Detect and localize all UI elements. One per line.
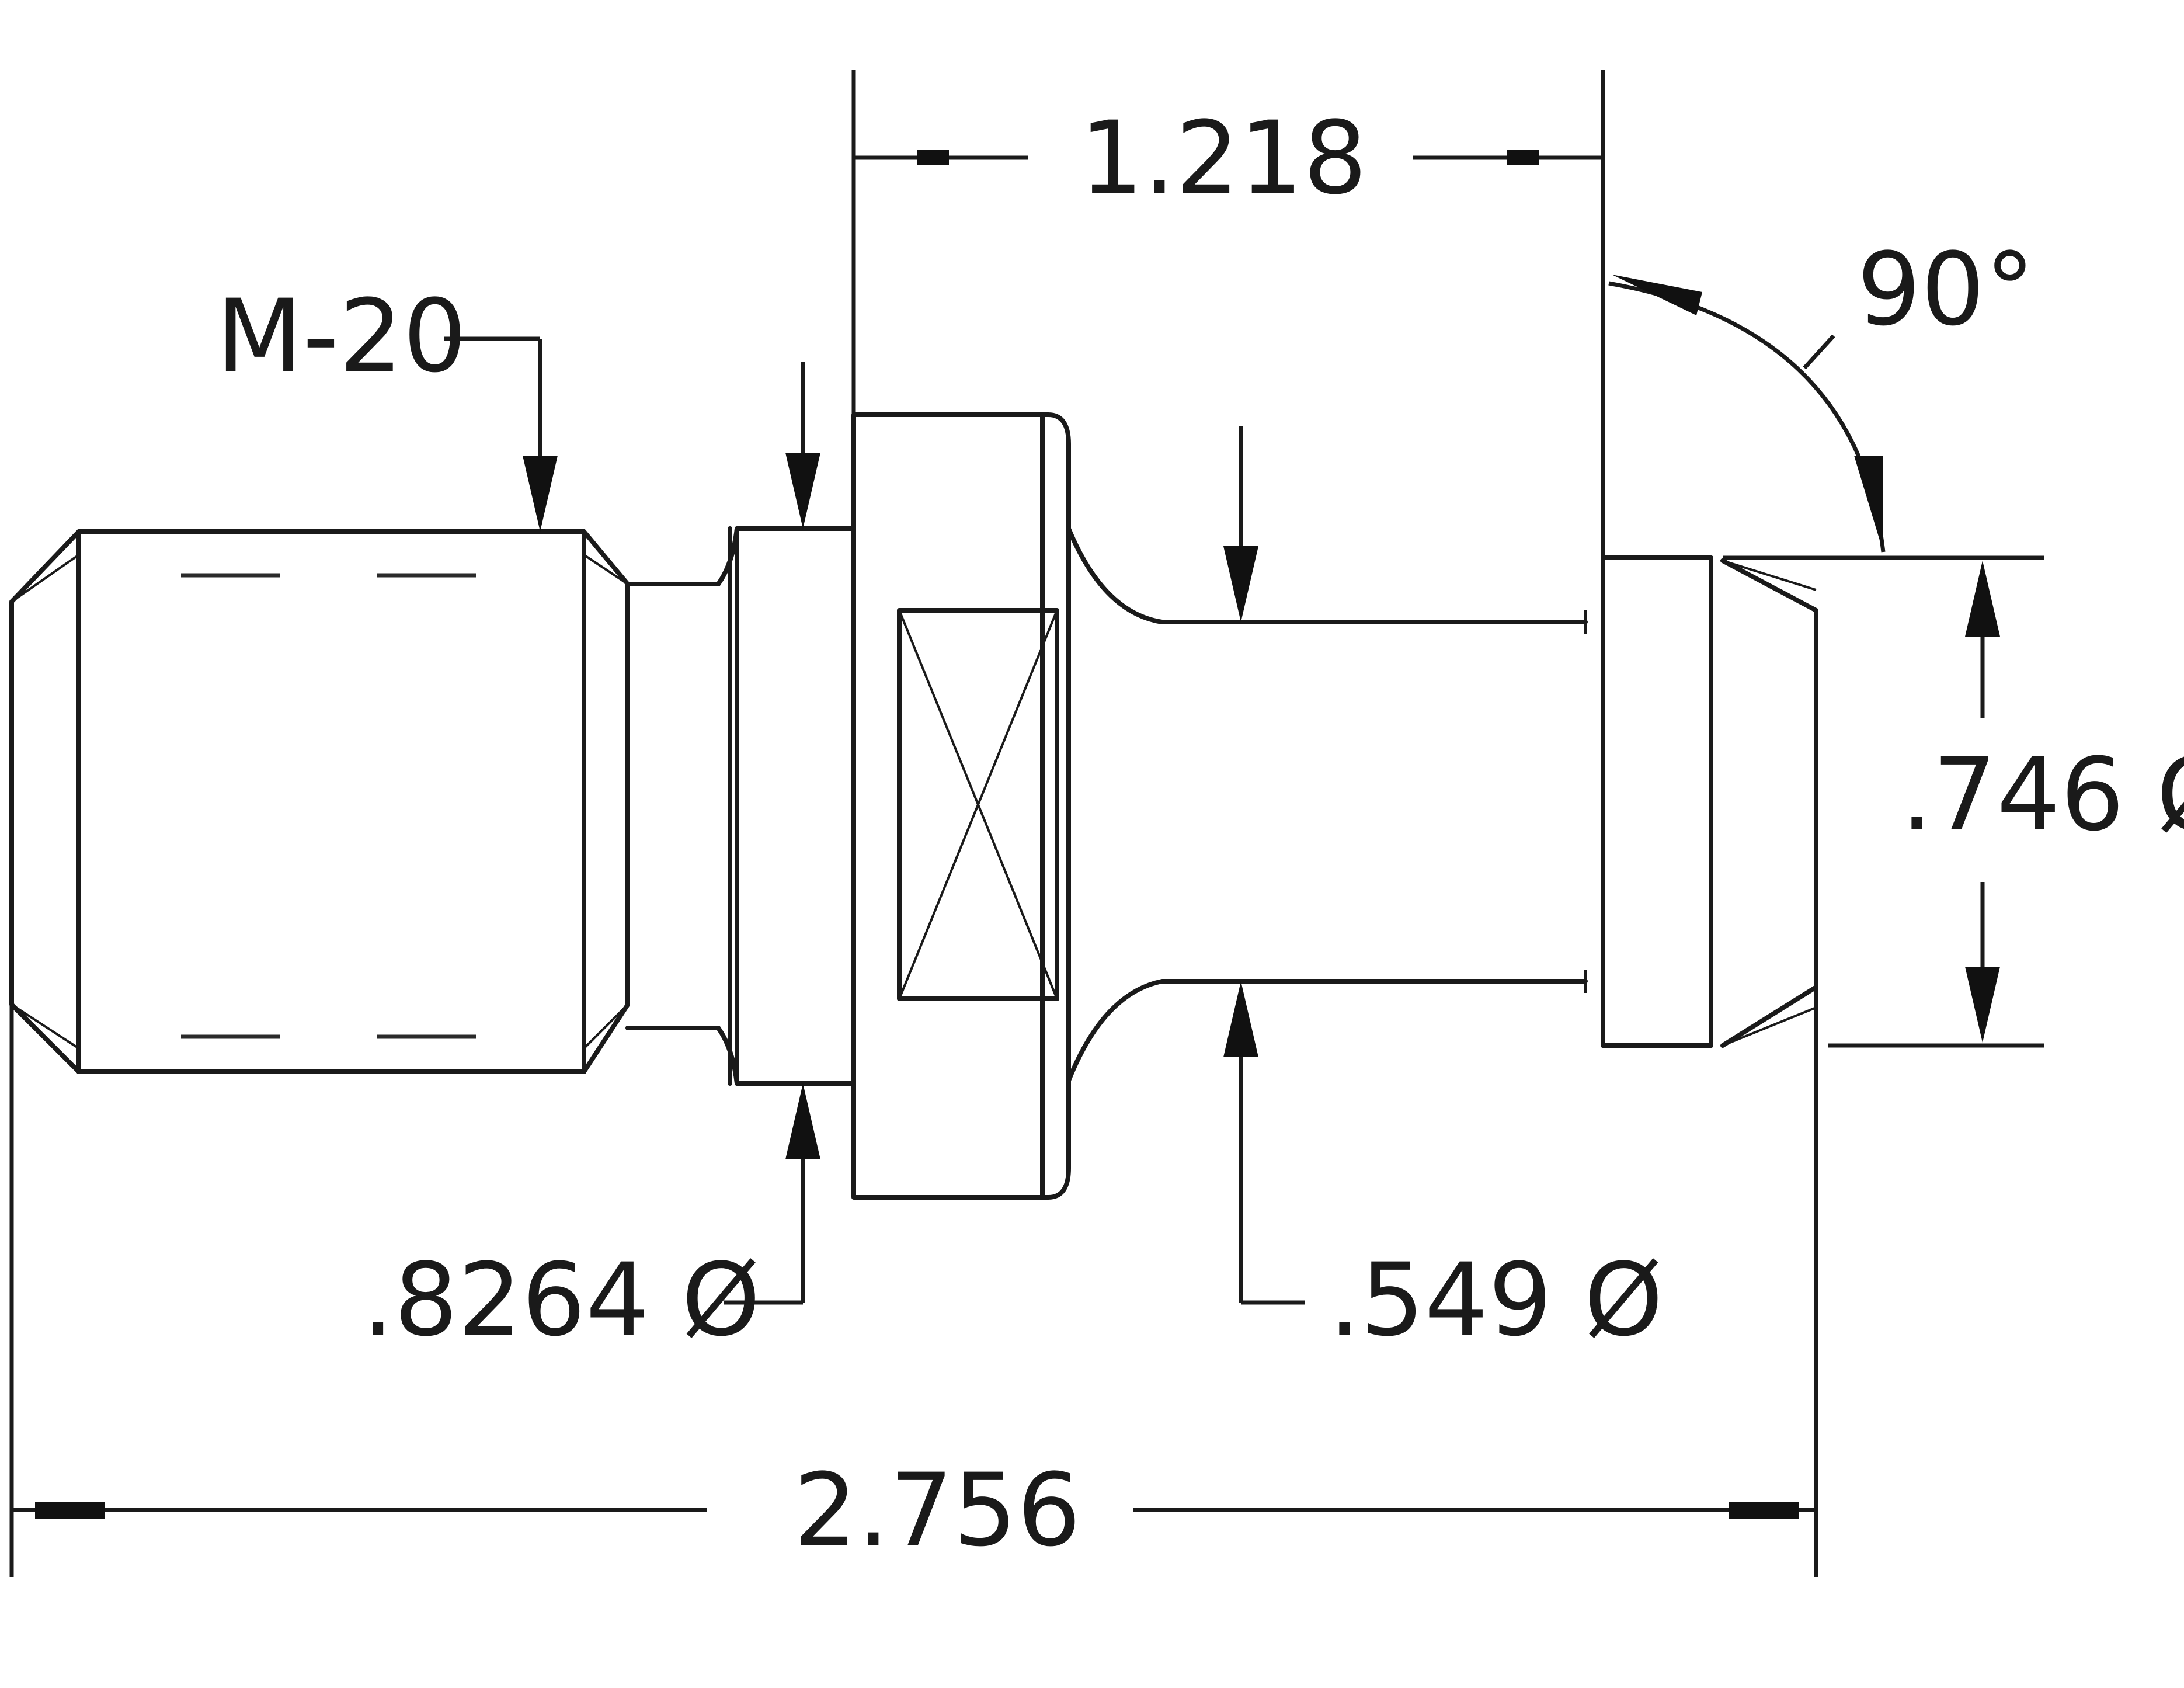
dimension-neck-length: 1.218: [854, 99, 1603, 217]
collar-diameter-label: .8264 Ø: [362, 1241, 760, 1359]
neck-length-label: 1.218: [1080, 99, 1367, 217]
dimension-arrow-right: [1729, 1502, 1799, 1519]
head-chamfer-line: [1722, 1006, 1817, 1047]
dimension-thread: M-20: [216, 277, 558, 532]
neck-section: [1066, 526, 1588, 1083]
head-diameter-label: .746 Ø: [1901, 736, 2184, 853]
collar-arrow-top: [785, 453, 820, 529]
chamfer-line: [11, 1003, 80, 1050]
angle-arrow-end: [1854, 456, 1883, 552]
angle-arrow-start: [1612, 275, 1702, 315]
dimension-arrow-left: [35, 1502, 105, 1519]
extension-lines: [9, 70, 2044, 1577]
overall-length-label: 2.756: [794, 1451, 1081, 1569]
flange-outline: [851, 412, 1071, 1200]
collar-section: [728, 526, 856, 1086]
head-arrow-top: [1965, 561, 2000, 637]
dimension-head-diameter: .746 Ø: [1901, 561, 2184, 1043]
head-section: [1601, 555, 1818, 1048]
head-chamfer-top: [1720, 558, 1818, 613]
thread-leader-arrow: [523, 456, 558, 532]
angle-label: 90°: [1857, 231, 2035, 348]
head-chamfer-bottom: [1720, 985, 1818, 1048]
hex-flange: [851, 412, 1071, 1200]
collar-arrow-bottom: [785, 1083, 820, 1159]
dimension-collar-diameter: .8264 Ø: [362, 362, 820, 1359]
chamfer-line: [583, 554, 629, 585]
dimension-arrow-left: [917, 150, 949, 165]
chamfer-line: [583, 1003, 629, 1050]
angle-arc: [1608, 281, 1886, 553]
angle-leader: [1803, 334, 1835, 370]
neck-arrow-top: [1223, 546, 1258, 622]
dimension-angle: 90°: [1608, 231, 2035, 553]
dimension-neck-diameter: .549 Ø: [1223, 426, 1663, 1359]
pull-stud-part: [9, 412, 1818, 1200]
neck-arrow-bottom: [1223, 981, 1258, 1057]
chamfer-line: [11, 554, 80, 603]
dimension-arrow-right: [1507, 150, 1539, 165]
neck-diameter-label: .549 Ø: [1329, 1241, 1663, 1359]
collar-outline: [735, 526, 856, 1086]
neck-bottom-profile: [1066, 979, 1588, 1083]
threaded-section: [9, 529, 630, 1074]
head-arrow-bottom: [1965, 967, 2000, 1043]
threaded-body-outline: [9, 529, 630, 1074]
neck-top-profile: [1066, 526, 1588, 624]
thread-label: M-20: [216, 277, 467, 395]
head-chamfer-line: [1722, 560, 1817, 591]
wrench-flat-outline: [897, 608, 1059, 1001]
undercut-groove: [625, 526, 739, 1086]
dimension-overall-length: 2.756: [12, 1451, 1816, 1569]
wrench-flat-cross: [898, 610, 1058, 999]
